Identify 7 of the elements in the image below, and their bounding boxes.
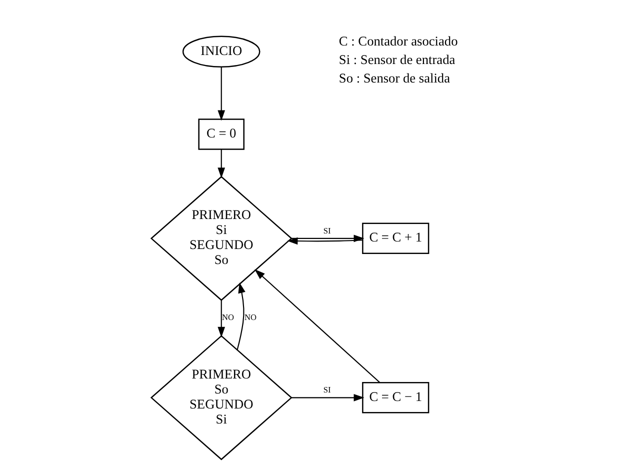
edge-label: SI — [323, 226, 331, 236]
edge-label: SI — [323, 386, 331, 395]
label: Si : Sensor de entrada — [338, 52, 456, 67]
label: C : Contador asociado — [338, 34, 458, 49]
edge-label: NO — [244, 313, 257, 322]
edge-label: NO — [222, 313, 234, 322]
label: So : Sensor de salida — [338, 70, 450, 86]
